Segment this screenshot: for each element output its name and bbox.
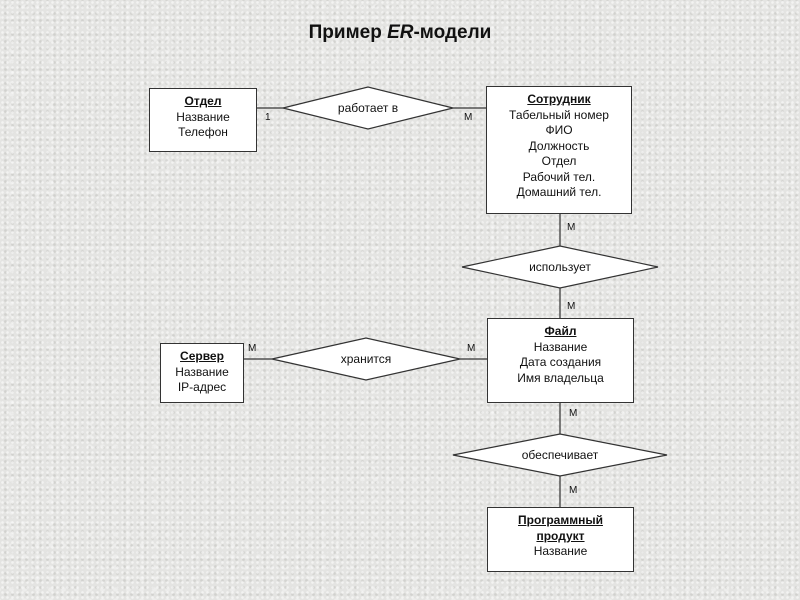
entity-attr: Отдел: [541, 154, 577, 168]
entity-attr: Название: [533, 544, 588, 558]
cardinality-label: M: [569, 485, 578, 496]
relationship-diamond-provides: [452, 433, 668, 477]
cardinality-label: M: [248, 343, 257, 354]
entity-file: Файл Название Дата создания Имя владельц…: [487, 318, 634, 403]
entity-attr: Телефон: [178, 125, 228, 139]
entity-name: Файл: [544, 324, 577, 338]
entity-attr: Название: [175, 364, 229, 379]
entity-attr: Рабочий тел.: [522, 169, 596, 184]
entity-attr: Табельный номер: [509, 107, 609, 122]
entity-attr: Название: [533, 339, 588, 354]
entity-attr: ФИО: [545, 123, 573, 137]
page-title: Пример ER-модели: [308, 22, 492, 43]
entity-attr: Домашний тел.: [516, 185, 602, 199]
entity-name: Сервер: [180, 349, 224, 363]
entity-name: Программный продукт: [518, 513, 603, 543]
cardinality-label: 1: [265, 112, 271, 123]
cardinality-label: M: [467, 343, 476, 354]
cardinality-label: M: [464, 112, 473, 123]
cardinality-label: M: [569, 408, 578, 419]
relationship-diamond-uses: [461, 245, 659, 289]
relationship-label-provides: обеспечивает: [521, 448, 599, 462]
entity-dept: Отдел Название Телефон: [149, 88, 257, 152]
entity-name: Сотрудник: [527, 92, 591, 106]
relationship-diamond-stored: [271, 337, 461, 381]
entity-attr: Имя владельца: [517, 370, 604, 385]
entity-attr: Должность: [528, 138, 590, 153]
entity-attr: Название: [176, 109, 230, 124]
cardinality-label: M: [567, 301, 576, 312]
entity-attr: Дата создания: [519, 355, 602, 369]
relationship-label-uses: использует: [529, 260, 591, 274]
entity-employee: Сотрудник Табельный номер ФИО Должность …: [486, 86, 632, 214]
cardinality-label: M: [567, 222, 576, 233]
entity-product: Программный продукт Название: [487, 507, 634, 572]
entity-name: Отдел: [184, 94, 222, 108]
entity-attr: IP-адрес: [177, 380, 227, 394]
relationship-diamond-works: [282, 86, 454, 130]
relationship-label-works: работает в: [337, 101, 399, 115]
entity-server: Сервер Название IP-адрес: [160, 343, 244, 403]
relationship-label-stored: хранится: [340, 352, 392, 366]
